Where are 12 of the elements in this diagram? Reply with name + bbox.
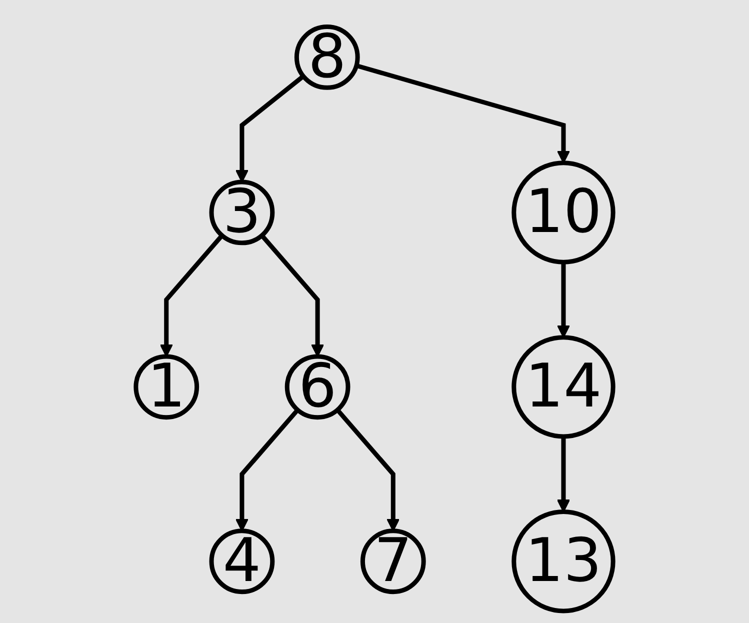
arrow [356,63,570,164]
arrow [556,436,570,512]
node-circle [512,335,616,439]
arrow [556,262,570,338]
node-circle [360,528,426,594]
node-circle [294,24,360,90]
node-circle [209,180,275,246]
node-circle [512,160,616,264]
node-circle [284,354,350,420]
node-circle [134,354,200,420]
node-circle [209,528,275,594]
node-circle [512,510,616,614]
